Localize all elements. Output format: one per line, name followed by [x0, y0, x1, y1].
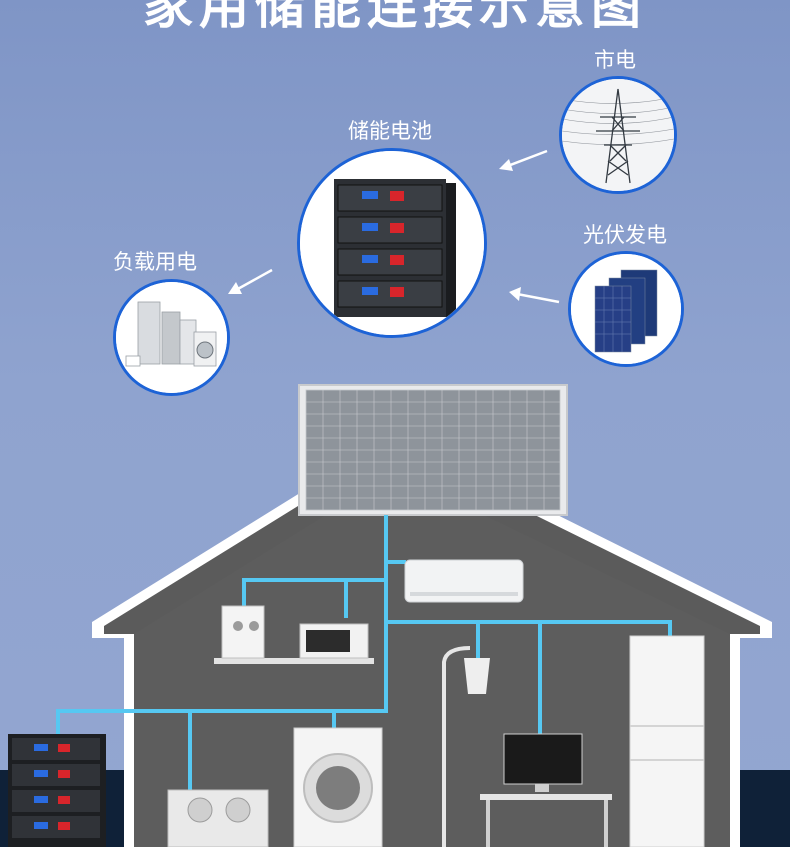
battery-rack-icon [300, 151, 484, 335]
appliances-icon [116, 282, 227, 393]
lamp-icon [442, 646, 490, 847]
refrigerator-icon [629, 635, 705, 847]
monitor-icon [480, 733, 612, 847]
page-title: 家用储能连接示意图 [143, 0, 647, 35]
house-illustration [8, 384, 772, 847]
solar-panel-icon [571, 254, 681, 364]
load-circle [113, 279, 230, 396]
coffee-machine-icon [221, 605, 265, 659]
grid-label: 市电 [594, 48, 636, 72]
washing-machine-icon [293, 727, 383, 847]
grid-circle [559, 76, 677, 194]
power-tower-icon [562, 79, 674, 191]
load-label: 负载用电 [113, 250, 197, 274]
solar-label: 光伏发电 [583, 223, 667, 247]
storage-circle [297, 148, 487, 338]
arrow-grid-to-storage [499, 149, 548, 171]
solar-circle [568, 251, 684, 367]
air-conditioner-icon [404, 559, 524, 603]
water-pump-icon [167, 789, 269, 847]
storage-label: 储能电池 [348, 119, 432, 143]
arrow-storage-to-load [228, 268, 273, 294]
microwave-icon [299, 623, 369, 659]
battery-rack-icon [8, 734, 106, 847]
arrow-solar-to-storage [509, 287, 560, 304]
